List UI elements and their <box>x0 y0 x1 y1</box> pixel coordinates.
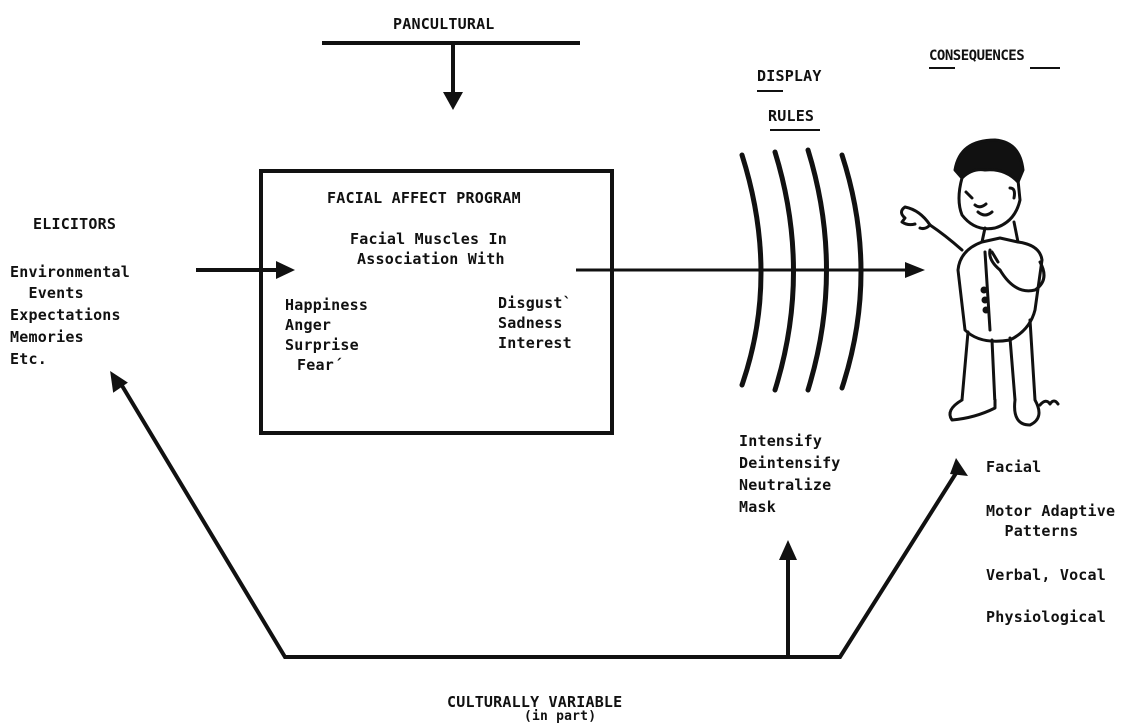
culturally-variable-line2: (in part) <box>524 710 596 723</box>
consequences-item-1: Motor Adaptive <box>986 502 1115 521</box>
program-subtitle-2: Association With <box>357 250 505 269</box>
culturally-variable-path <box>121 384 958 657</box>
display-rules-item-3: Mask <box>739 498 776 517</box>
consequences-heading: CONSEQUENCES <box>929 47 1024 66</box>
consequences-item-2: Patterns <box>986 522 1078 541</box>
consequences-item-3: Verbal, Vocal <box>986 566 1106 585</box>
elicitors-item-4: Etc. <box>10 350 47 369</box>
emotion-right-2: Interest <box>498 334 572 353</box>
display-rules-item-1: Deintensify <box>739 454 841 473</box>
elicitors-item-1: Events <box>10 284 84 303</box>
emotion-left-3: Fear´ <box>297 356 343 375</box>
emotion-left-0: Happiness <box>285 296 368 315</box>
display-rules-heading-2: RULES <box>768 107 814 126</box>
display-rules-item-2: Neutralize <box>739 476 831 495</box>
program-subtitle-1: Facial Muscles In <box>350 230 507 249</box>
elicitors-heading: ELICITORS <box>33 215 116 234</box>
elicitors-item-3: Memories <box>10 328 84 347</box>
emotion-right-1: Sadness <box>498 314 563 333</box>
consequences-item-4: Physiological <box>986 608 1106 627</box>
elicitors-item-0: Environmental <box>10 263 130 282</box>
pancultural-label: PANCULTURAL <box>393 15 495 34</box>
display-rules-item-0: Intensify <box>739 432 822 451</box>
emotion-left-1: Anger <box>285 316 331 335</box>
consequences-item-0: Facial <box>986 458 1041 477</box>
person-figure <box>902 140 1059 425</box>
program-title: FACIAL AFFECT PROGRAM <box>327 189 521 208</box>
emotion-left-2: Surprise <box>285 336 359 355</box>
elicitors-item-2: Expectations <box>10 306 121 325</box>
display-rules-heading-1: DISPLAY <box>757 67 822 86</box>
emotion-right-0: Disgust` <box>498 294 572 313</box>
